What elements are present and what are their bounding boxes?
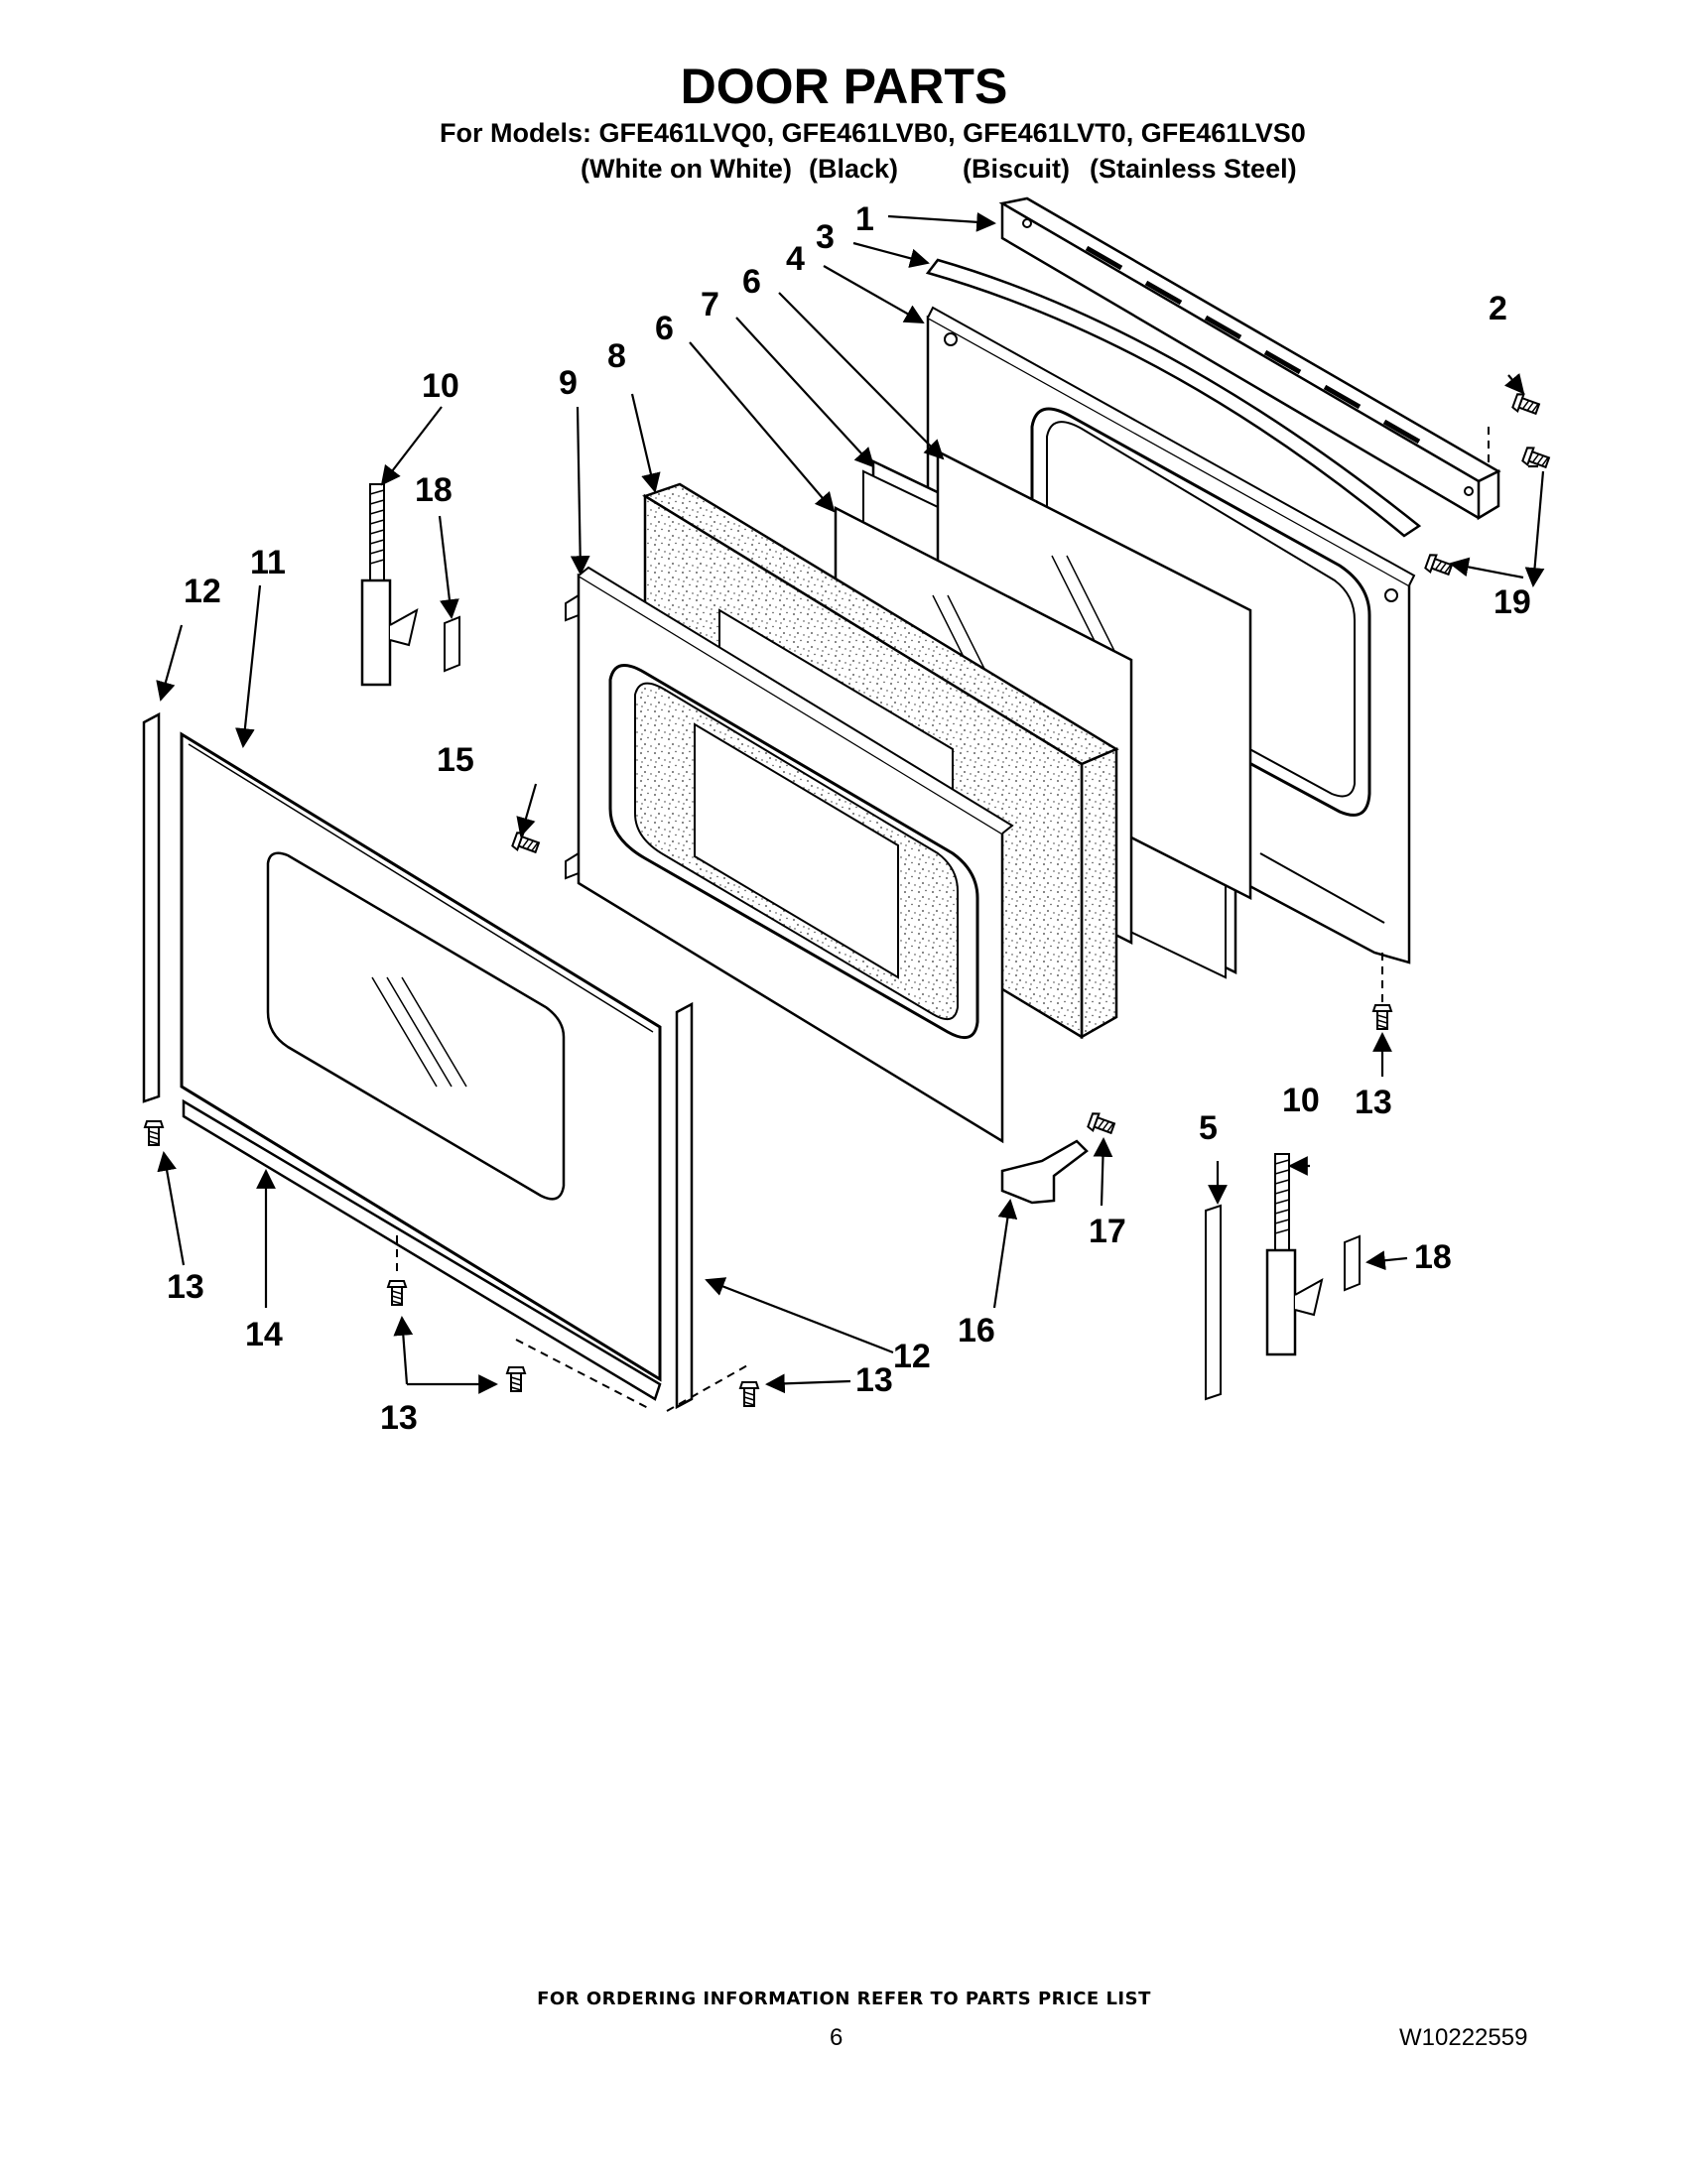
part-3-door-handle	[925, 258, 1422, 538]
part-18-hinge-pin-right	[1344, 1234, 1361, 1292]
callout-3: 3	[816, 218, 835, 256]
part-12-side-trim-right	[675, 1001, 694, 1410]
callout-19: 19	[1493, 583, 1531, 621]
callout-18-left: 18	[415, 471, 453, 509]
part-18-hinge-pin-left	[444, 615, 460, 673]
color-biscuit: (Biscuit)	[963, 154, 1070, 184]
callout-18-right: 18	[1414, 1238, 1452, 1276]
callout-10-right: 10	[1282, 1082, 1320, 1119]
part-13-screw-bottom-center	[506, 1366, 526, 1392]
part-19-screw-lower	[1423, 552, 1455, 579]
models-line: For Models: GFE461LVQ0, GFE461LVB0, GFE4…	[440, 118, 1306, 148]
part-10-hinge-left	[360, 483, 419, 687]
part-15-screw	[510, 830, 542, 857]
part-9-inner-door-liner	[565, 566, 1014, 1144]
callout-14: 14	[245, 1316, 283, 1353]
callout-2: 2	[1489, 290, 1507, 327]
callout-5: 5	[1199, 1109, 1218, 1147]
ordering-info-note: FOR ORDERING INFORMATION REFER TO PARTS …	[537, 1989, 1151, 2009]
part-13-screw-bottom-left	[387, 1280, 407, 1306]
color-black: (Black)	[809, 154, 899, 184]
part-12-side-trim-left	[142, 711, 161, 1103]
part-16-door-bracket	[1000, 1139, 1089, 1205]
callout-12-right: 12	[893, 1338, 931, 1375]
callout-8: 8	[607, 337, 626, 375]
callout-13-right-panel: 13	[1355, 1084, 1392, 1121]
assembly-dashed-lines	[396, 427, 1490, 1412]
callout-17: 17	[1089, 1213, 1126, 1250]
callout-15: 15	[437, 741, 474, 779]
color-white-on-white: (White on White)	[581, 154, 792, 184]
callout-16: 16	[958, 1312, 995, 1349]
document-number: W10222559	[1399, 2024, 1528, 2051]
callout-6-rear: 6	[742, 263, 761, 301]
part-14-bottom-trim	[182, 1098, 662, 1401]
color-stainless-steel: (Stainless Steel)	[1090, 154, 1297, 184]
part-10-hinge-right	[1265, 1153, 1324, 1356]
callout-13-bottom-right: 13	[855, 1361, 893, 1399]
part-5-hinge-channel	[1205, 1204, 1222, 1401]
callout-13-bottom-left: 13	[380, 1399, 418, 1437]
callout-7: 7	[701, 286, 719, 323]
callout-leaders	[156, 211, 1545, 1394]
part-13-screw-left-trim	[144, 1120, 164, 1146]
part-2-screw	[1510, 391, 1542, 419]
callout-9: 9	[559, 364, 578, 402]
part-17-screw	[1086, 1110, 1117, 1138]
page-title: DOOR PARTS	[680, 59, 1008, 114]
part-13-screw-bottom-right	[739, 1381, 759, 1407]
page-number: 6	[830, 2024, 844, 2051]
callout-12-left: 12	[184, 573, 221, 610]
part-13-screw-right-panel	[1372, 1004, 1392, 1030]
callout-13-left-trim: 13	[167, 1268, 204, 1306]
callout-10-left: 10	[422, 367, 459, 405]
callout-4: 4	[786, 240, 805, 278]
callout-labels: 1 2 3 4 5 6 6 7 8 9 10 10 11 12 12 13 13…	[167, 200, 1531, 1437]
part-11-outer-door-glass	[180, 731, 662, 1382]
callout-6-front: 6	[655, 310, 674, 347]
part-1-vent-trim	[998, 196, 1501, 521]
callout-11: 11	[250, 544, 286, 581]
callout-1: 1	[855, 200, 874, 238]
